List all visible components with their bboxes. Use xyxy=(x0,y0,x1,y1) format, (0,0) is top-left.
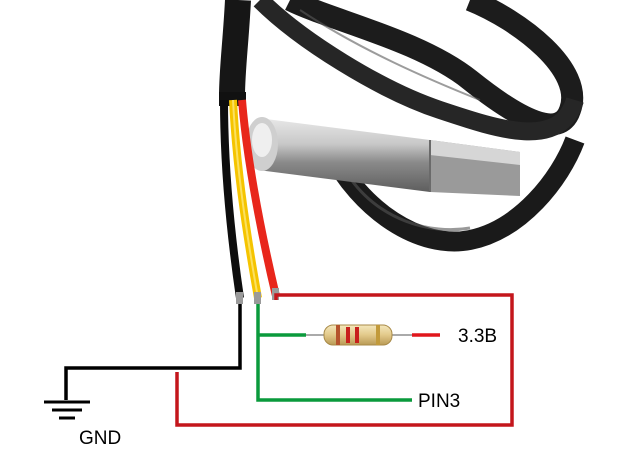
gnd-label: GND xyxy=(79,428,121,449)
resistor-icon xyxy=(306,324,412,346)
ground-symbol-icon xyxy=(44,400,90,420)
supply-label: 3.3В xyxy=(458,326,497,347)
vcc-wire xyxy=(175,293,514,427)
temperature-probe-icon xyxy=(219,0,585,304)
data-wire xyxy=(256,304,412,402)
pin-label: PIN3 xyxy=(418,391,460,412)
gnd-wire xyxy=(64,304,242,400)
